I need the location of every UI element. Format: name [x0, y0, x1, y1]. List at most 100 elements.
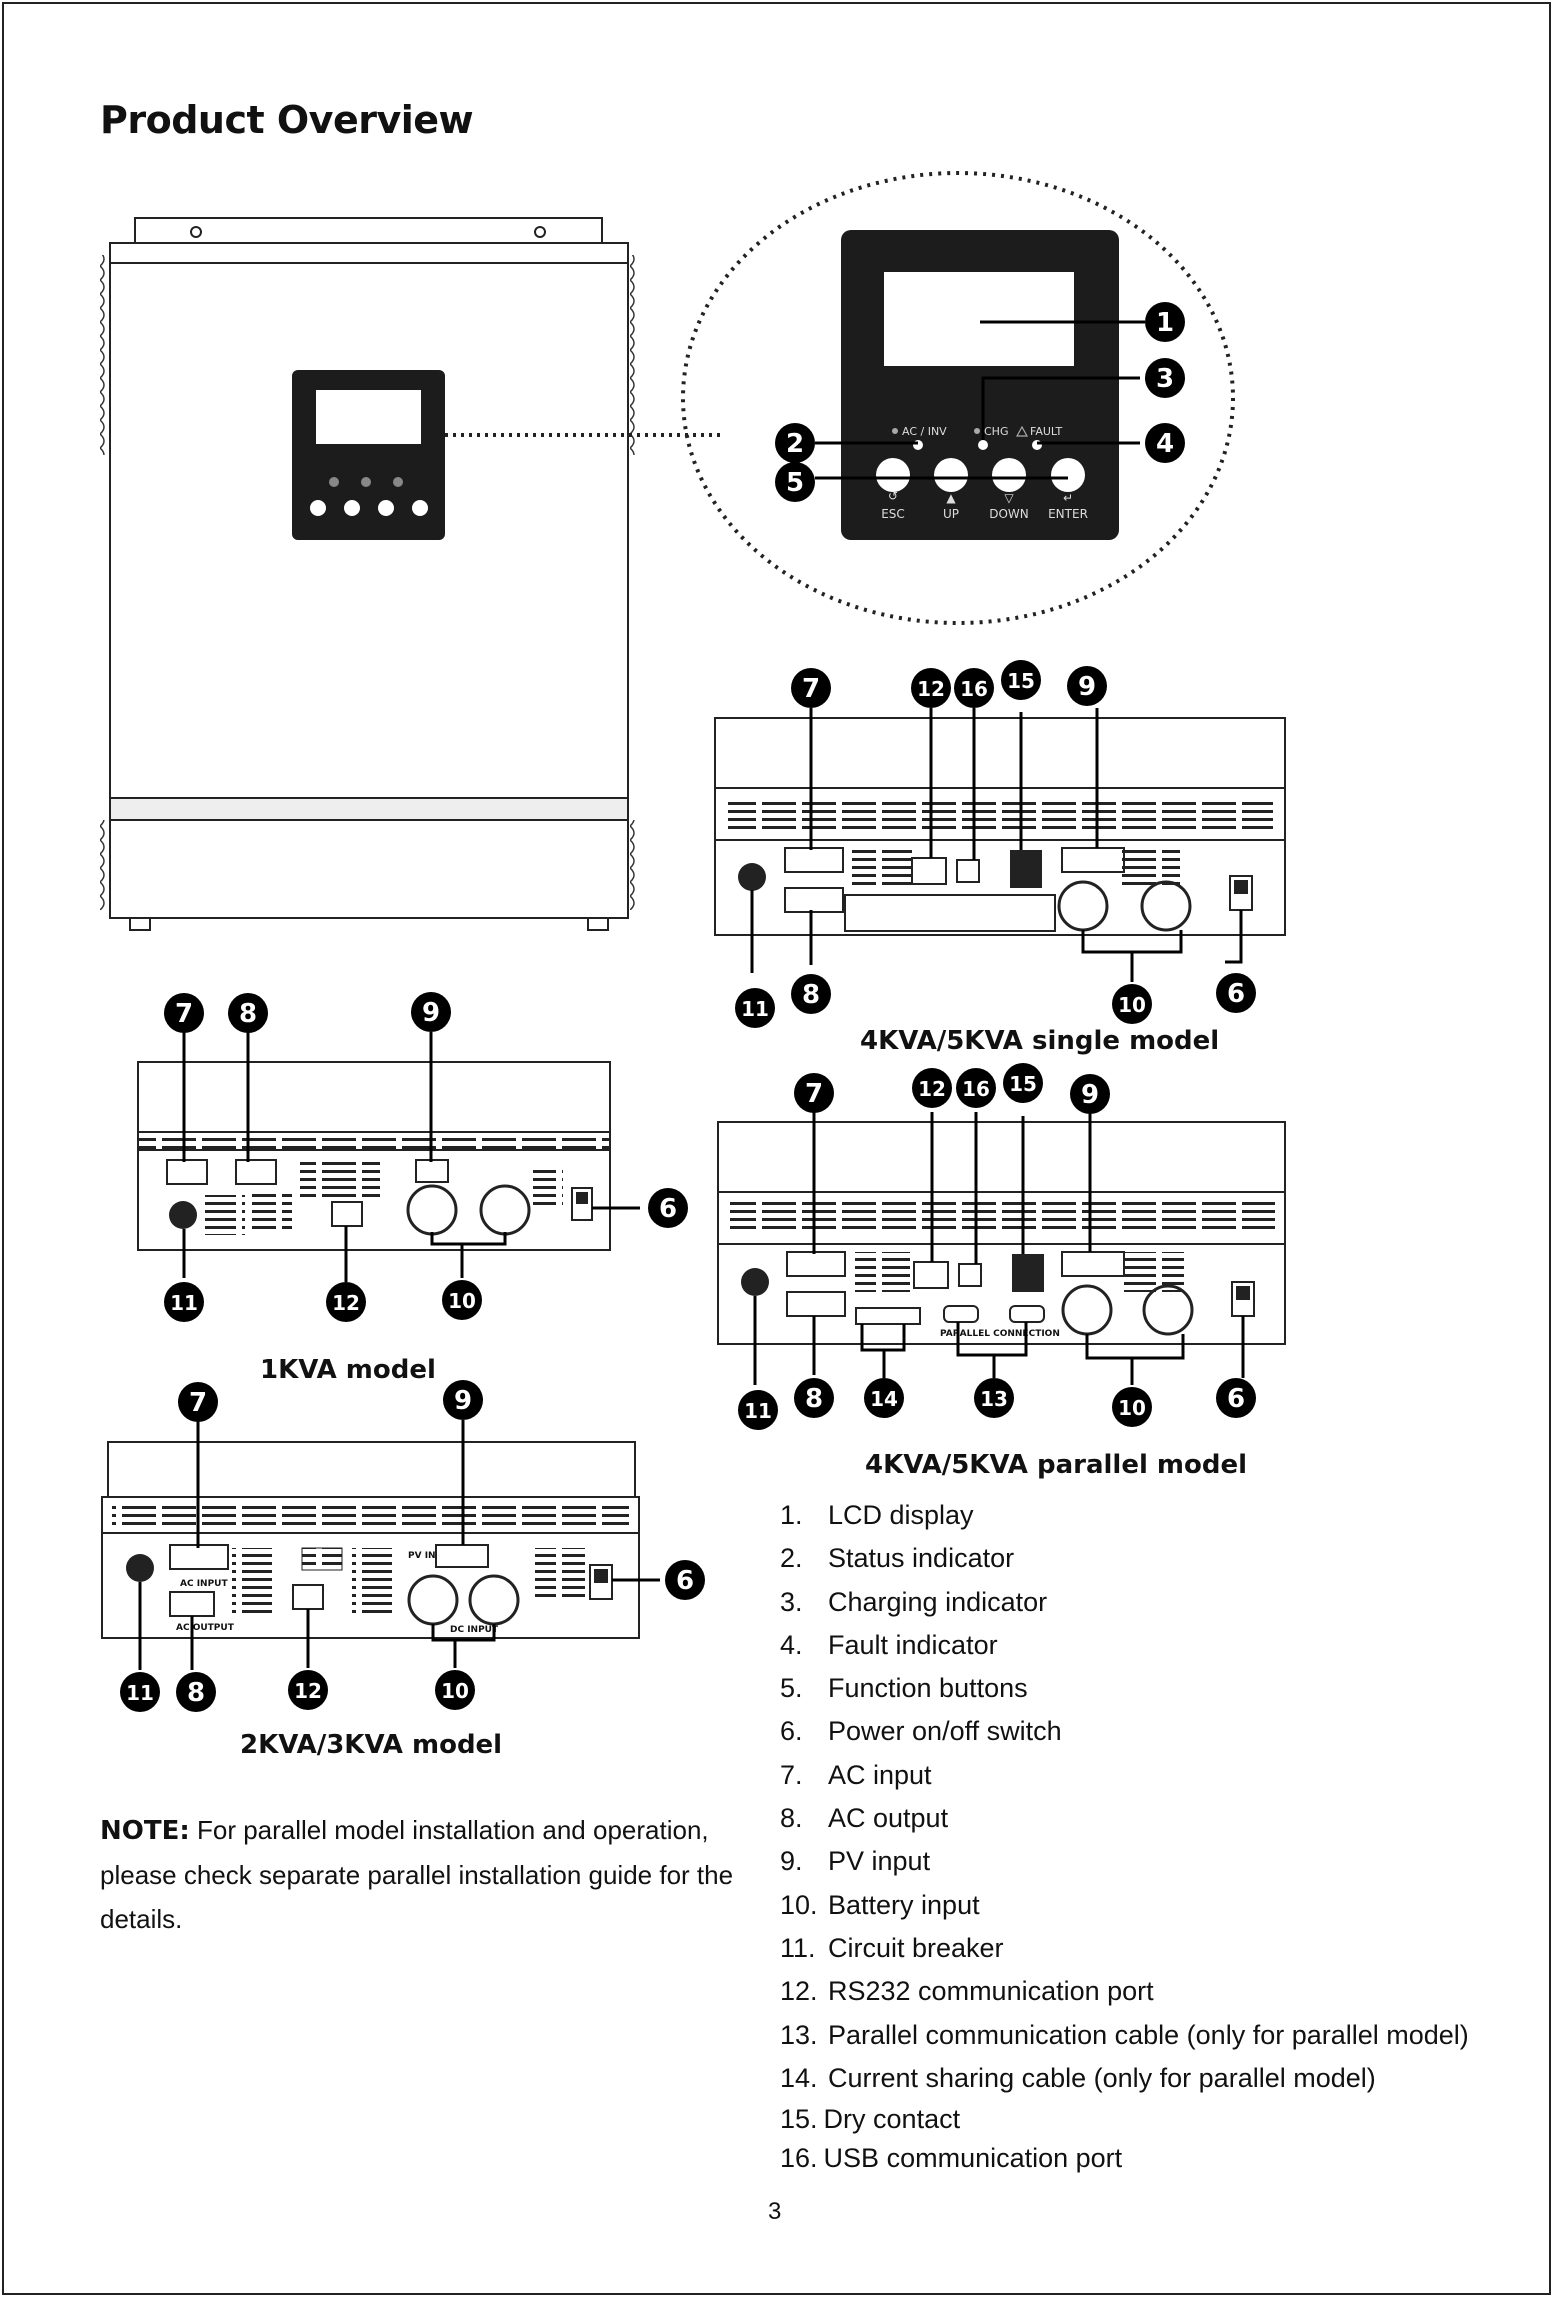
led-label-fault: FAULT — [1030, 425, 1063, 438]
page-title: Product Overview — [100, 98, 474, 142]
caption-4-5kva-single: 4KVA/5KVA single model — [860, 1026, 1220, 1056]
callout-10-1kva: 10 — [442, 1280, 482, 1320]
callout-10-single: 10 — [1112, 984, 1152, 1024]
led-label-chg: CHG — [984, 425, 1008, 438]
callout-6-2-3kva: 6 — [665, 1560, 705, 1600]
down-button — [992, 458, 1026, 492]
callout-7-2-3kva: 7 — [178, 1382, 218, 1422]
up-button — [934, 458, 968, 492]
callout-8-1kva: 8 — [228, 993, 268, 1033]
enter-label: ENTER — [1048, 507, 1088, 521]
rear-view-single — [714, 717, 1286, 936]
svg-text:3: 3 — [1156, 364, 1174, 394]
svg-text:1: 1 — [1156, 308, 1174, 338]
list-item: 11.Circuit breaker — [780, 1932, 1004, 1963]
charge-led — [978, 440, 988, 450]
svg-text:8: 8 — [805, 1384, 823, 1414]
caption-2-3kva: 2KVA/3KVA model — [240, 1730, 503, 1760]
svg-text:16: 16 — [960, 677, 988, 701]
callout-2-panel: 2 — [775, 423, 815, 463]
svg-text:6: 6 — [1227, 979, 1245, 1009]
svg-text:11: 11 — [170, 1291, 198, 1315]
dc-input-label: DC INPUT — [450, 1625, 499, 1635]
callout-12-parallel: 12 — [912, 1068, 952, 1108]
svg-text:7: 7 — [805, 1079, 823, 1109]
list-item: 14.Current sharing cable (only for paral… — [780, 2062, 1376, 2093]
list-item: 8.AC output — [780, 1803, 949, 1834]
list-item: 2.Status indicator — [780, 1543, 1015, 1574]
callout-7-1kva: 7 — [164, 993, 204, 1033]
esc-button — [876, 458, 910, 492]
list-item: 12.RS232 communication port — [780, 1976, 1154, 2007]
svg-text:10: 10 — [441, 1679, 469, 1703]
callout-3-panel: 3 — [1145, 358, 1185, 398]
callout-15-single: 15 — [1001, 660, 1041, 700]
svg-text:15: 15 — [1009, 1072, 1037, 1096]
enter-button — [1051, 458, 1085, 492]
parallel-connection-label: PARALLEL CONNECTION — [940, 1329, 1060, 1339]
callout-9-2-3kva: 9 — [443, 1380, 483, 1420]
svg-text:13: 13 — [980, 1387, 1008, 1411]
callout-16-parallel: 16 — [956, 1068, 996, 1108]
up-label: UP — [943, 507, 959, 521]
svg-text:10: 10 — [1118, 993, 1146, 1017]
list-item: 15.Dry contact — [780, 2104, 961, 2135]
svg-text:7: 7 — [175, 999, 193, 1029]
list-item: 9.PV input — [780, 1846, 931, 1877]
callout-5-panel: 5 — [775, 462, 815, 502]
callout-16-single: 16 — [954, 668, 994, 708]
rear-view-parallel: PARALLEL CONNECTION — [717, 1121, 1286, 1345]
callout-1-panel: 1 — [1145, 302, 1185, 342]
svg-text:8: 8 — [802, 980, 820, 1010]
callout-7-parallel: 7 — [794, 1073, 834, 1113]
caption-1kva: 1KVA model — [260, 1355, 436, 1385]
callout-11-single: 11 — [735, 988, 775, 1028]
callout-9-single: 9 — [1067, 666, 1107, 706]
page-number: 3 — [768, 2198, 782, 2225]
led-label-ac-inv: AC / INV — [902, 425, 947, 438]
callout-12-single: 12 — [911, 668, 951, 708]
callout-9-parallel: 9 — [1070, 1074, 1110, 1114]
note-label: NOTE: — [100, 1816, 190, 1846]
callout-10-2-3kva: 10 — [435, 1670, 475, 1710]
svg-text:6: 6 — [1227, 1384, 1245, 1414]
svg-text:15: 15 — [1007, 669, 1035, 693]
down-label: DOWN — [989, 507, 1029, 521]
callout-badges: 1 3 2 4 5 7 12 16 15 9 11 8 10 6 7 8 9 6… — [120, 302, 1256, 1712]
control-panel-magnified: AC / INV CHG FAULT ↺ ▲ ▽ ↵ ESC UP DOWN E… — [841, 230, 1119, 540]
svg-text:10: 10 — [1118, 1396, 1146, 1420]
svg-text:8: 8 — [187, 1678, 205, 1708]
list-item: 3.Charging indicator — [780, 1586, 1048, 1617]
inverter-front-view — [100, 217, 638, 931]
callout-11-1kva: 11 — [164, 1282, 204, 1322]
list-item: 13.Parallel communication cable (only fo… — [780, 2019, 1469, 2050]
svg-text:11: 11 — [741, 997, 769, 1021]
esc-label: ESC — [881, 507, 905, 521]
svg-text:5: 5 — [786, 468, 804, 498]
svg-text:6: 6 — [676, 1566, 694, 1596]
list-item: 5.Function buttons — [780, 1673, 1028, 1704]
callout-7-single: 7 — [791, 668, 831, 708]
svg-text:12: 12 — [918, 1077, 946, 1101]
callout-8-single: 8 — [791, 974, 831, 1014]
callout-6-1kva: 6 — [648, 1188, 688, 1228]
svg-text:6: 6 — [659, 1194, 677, 1224]
svg-text:12: 12 — [917, 677, 945, 701]
up-arrow-icon: ▲ — [946, 491, 956, 505]
list-item: 6.Power on/off switch — [780, 1716, 1062, 1747]
magnifier-circle — [681, 171, 1235, 625]
list-item: 1.LCD display — [780, 1500, 974, 1530]
callout-8-parallel: 8 — [794, 1378, 834, 1418]
svg-text:9: 9 — [1078, 672, 1096, 702]
svg-text:11: 11 — [744, 1399, 772, 1423]
esc-icon: ↺ — [888, 489, 898, 503]
rear-view-1kva — [137, 1061, 611, 1251]
svg-text:14: 14 — [870, 1387, 898, 1411]
ac-output-label: AC OUTPUT — [176, 1623, 235, 1633]
svg-text:12: 12 — [294, 1679, 322, 1703]
svg-text:12: 12 — [332, 1291, 360, 1315]
svg-text:7: 7 — [189, 1388, 207, 1418]
callout-15-parallel: 15 — [1003, 1063, 1043, 1103]
